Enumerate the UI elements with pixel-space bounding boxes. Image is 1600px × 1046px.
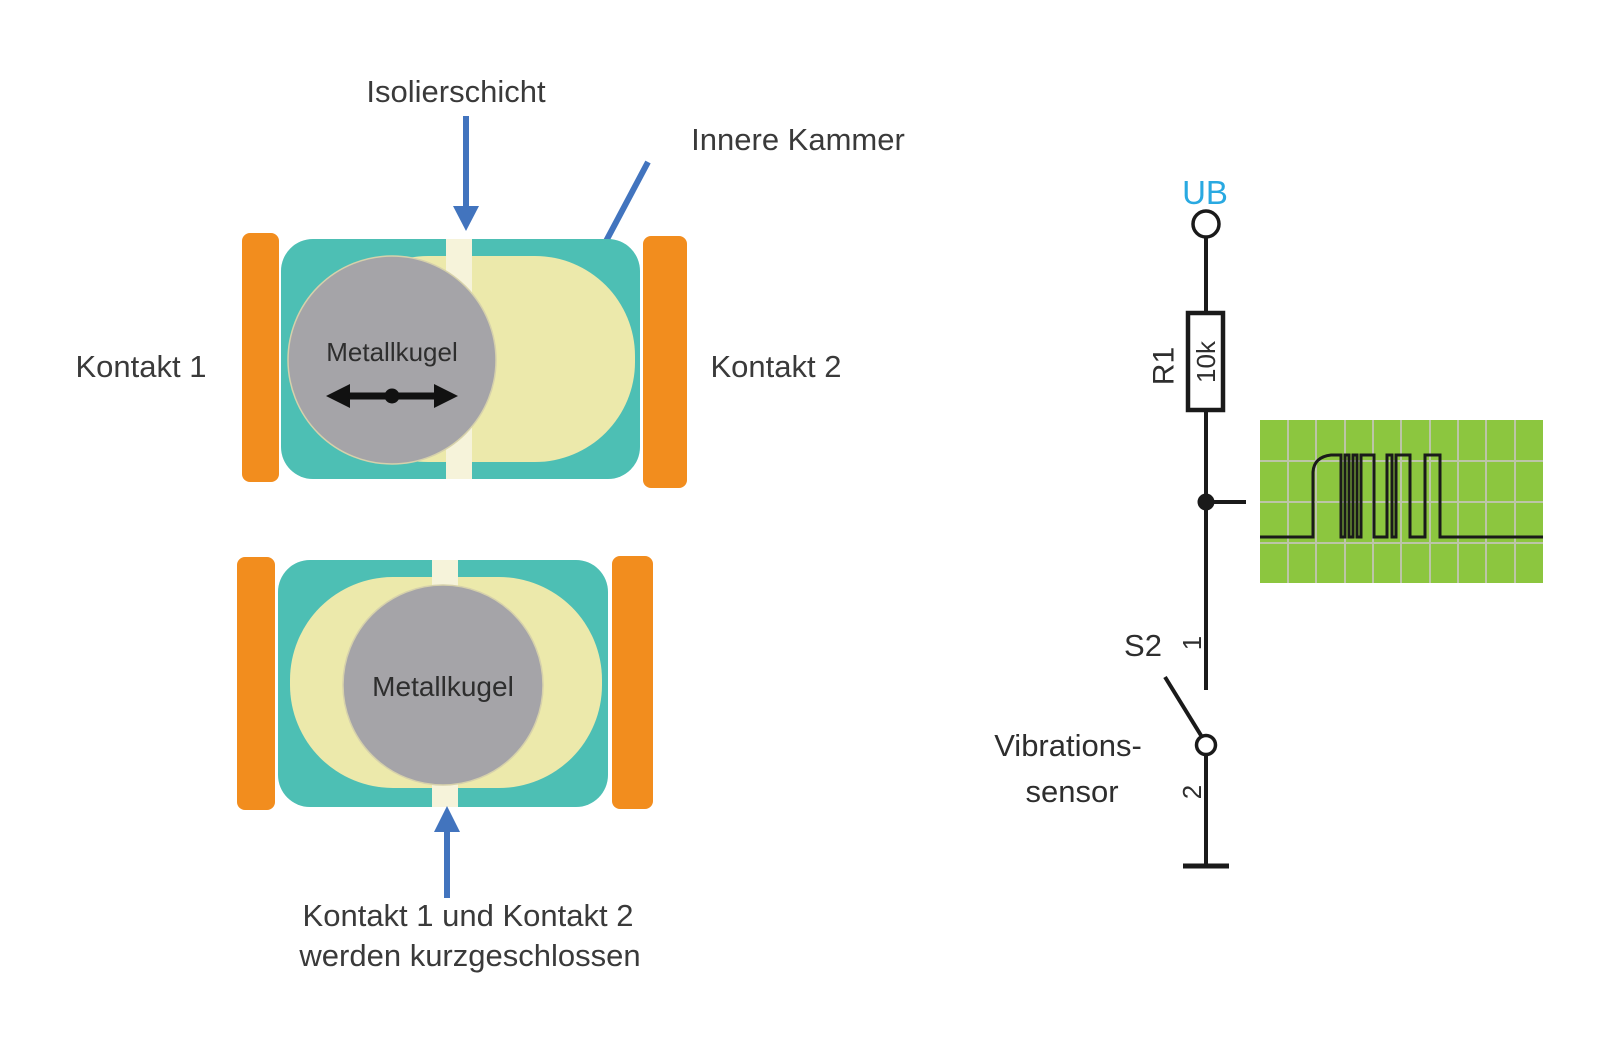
scope-grid (1260, 420, 1543, 583)
arrow-left-icon (326, 384, 350, 408)
arrow-up-icon (434, 806, 460, 832)
caption-line1: Kontakt 1 und Kontakt 2 (303, 898, 634, 933)
supply-terminal-icon (1191, 209, 1221, 239)
contact1-label: Kontakt 1 (76, 349, 207, 384)
caption-line2: werden kurzgeschlossen (298, 938, 640, 973)
switch-blade (1163, 675, 1204, 739)
short-circuit-arrow (434, 806, 460, 898)
switch-ref-label: S2 (1124, 628, 1162, 663)
capsule-ball-center: Metallkugel (237, 556, 653, 810)
metal-ball (287, 255, 497, 465)
contact1-bar (242, 233, 279, 482)
arrow-down-icon (453, 206, 479, 231)
resistor-body (1185, 310, 1226, 413)
resistor-ref-label: R1 (1148, 347, 1181, 385)
switch-pivot-icon (1194, 733, 1218, 757)
sensor-name-line2: sensor (1025, 774, 1118, 809)
sensor-name-line1: Vibrations- (994, 728, 1142, 763)
capsule-ball-left: Metallkugel (242, 233, 687, 488)
scope-panel (1260, 420, 1543, 583)
switch-terminal1-label: 1 (1177, 636, 1207, 650)
switch-terminal2-label: 2 (1177, 785, 1207, 799)
component-diagram: Isolierschicht Innere Kammer Kontakt 1 K… (76, 74, 905, 973)
supply-voltage-label: UB (1182, 174, 1228, 211)
metal-ball-label: Metallkugel (372, 671, 514, 702)
resistor-value-label: 10k (1191, 340, 1221, 383)
contact2-bar (612, 556, 653, 809)
arrow-right-icon (434, 384, 458, 408)
movement-arrow (326, 384, 458, 408)
scope-waveform (1260, 453, 1543, 539)
metal-ball-label: Metallkugel (326, 337, 458, 367)
contact1-bar (237, 557, 275, 810)
metal-ball (342, 584, 544, 786)
circuit-schematic: UB R1 10k (994, 174, 1543, 869)
contact2-label: Kontakt 2 (711, 349, 842, 384)
insulation-arrow (453, 116, 479, 231)
insulation-label: Isolierschicht (366, 74, 546, 109)
insulation-strip-top (432, 560, 458, 587)
inner-chamber-label: Innere Kammer (691, 122, 905, 157)
center-dot (384, 388, 400, 404)
contact2-bar (643, 236, 687, 488)
